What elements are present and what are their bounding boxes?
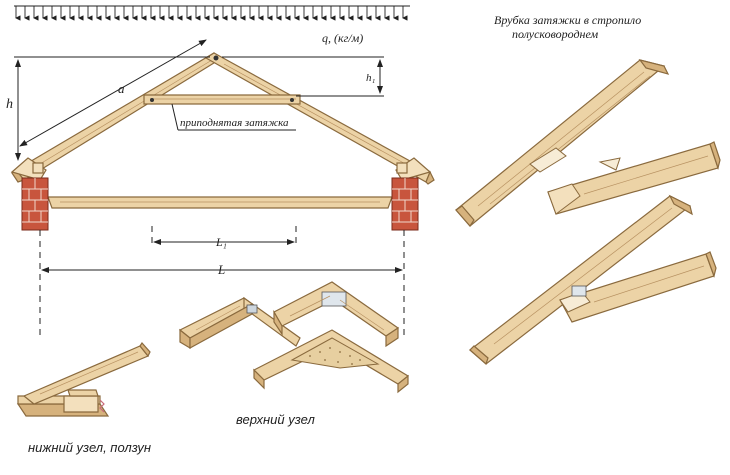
svg-text:L: L [217, 262, 225, 277]
top-node-assembly [178, 281, 410, 394]
joint-assembled-view [469, 194, 717, 366]
height-dimension: h [6, 56, 210, 161]
span-dimension: L [39, 230, 405, 340]
right-brick-wall [391, 162, 419, 231]
top-node-caption: верхний узел [236, 412, 315, 427]
tie-height-dimension: h₁ [222, 56, 384, 97]
inner-span-dimension: L₁ [151, 226, 297, 249]
raised-tie-leader: приподнятая затяжка [171, 103, 296, 131]
rafter-length-dimension: a [19, 39, 207, 147]
distributed-load-arrows [15, 6, 408, 21]
joint-title-line1: Врубка затяжки в стропило [494, 13, 641, 27]
load-label: q, (кг/м) [322, 31, 363, 45]
bottom-node-caption: нижний узел, ползун [28, 440, 151, 455]
svg-text:a: a [118, 81, 125, 96]
svg-text:приподнятая затяжка: приподнятая затяжка [180, 117, 289, 129]
svg-text:h: h [6, 97, 13, 112]
svg-text:L₁: L₁ [215, 235, 227, 249]
bottom-node-slider [16, 342, 151, 417]
joint-title-line2: полусковороднем [512, 27, 599, 41]
joint-exploded-view [455, 59, 721, 227]
left-brick-wall [21, 162, 49, 231]
svg-text:h₁: h₁ [366, 72, 376, 84]
